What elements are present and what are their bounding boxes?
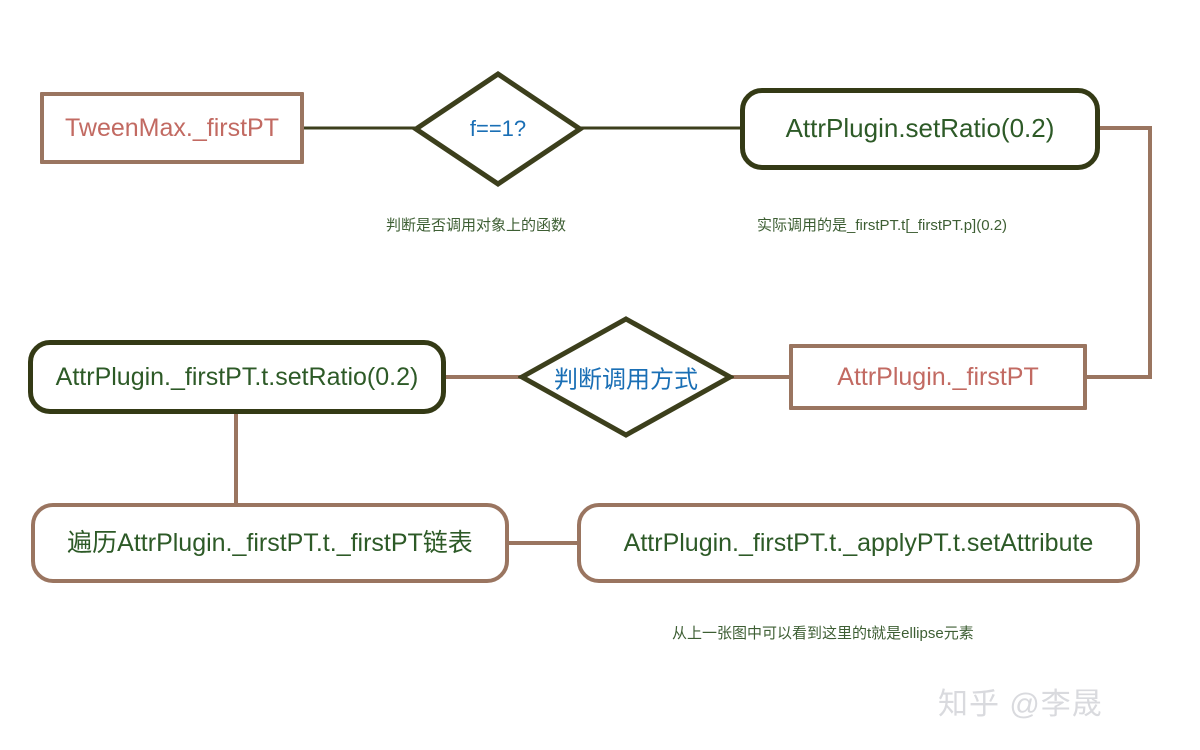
note-actual-call: 实际调用的是_firstPT.t[_firstPT.p](0.2) (757, 217, 1008, 234)
node-applypt-setattribute[interactable]: AttrPlugin._firstPT.t._applyPT.t.setAttr… (577, 503, 1140, 583)
node-tweenmax-firstpt[interactable]: TweenMax._firstPT (40, 92, 304, 164)
node-attrplugin-setratio[interactable]: AttrPlugin.setRatio(0.2) (740, 88, 1100, 170)
node-applypt-setattribute-label: AttrPlugin._firstPT.t._applyPT.t.setAttr… (623, 528, 1094, 557)
node-attrplugin-setratio-label: AttrPlugin.setRatio(0.2) (785, 113, 1055, 144)
decision-f-eq-1-shape (411, 70, 585, 188)
decision-call-style[interactable]: 判断调用方式 (516, 315, 736, 439)
zhihu-watermark: 知乎 @李晟 (938, 688, 1103, 721)
node-traverse-linklist-label: 遍历AttrPlugin._firstPT.t._firstPT链表 (67, 528, 473, 557)
note-judge-function: 判断是否调用对象上的函数 (386, 217, 567, 234)
decision-call-style-shape (516, 316, 736, 438)
note-ellipse-element: 从上一张图中可以看到这里的t就是ellipse元素 (672, 625, 974, 642)
decision-f-eq-1[interactable]: f==1? (411, 70, 585, 188)
node-traverse-linklist[interactable]: 遍历AttrPlugin._firstPT.t._firstPT链表 (31, 503, 509, 583)
node-attr-firstpt-t-setratio-label: AttrPlugin._firstPT.t.setRatio(0.2) (55, 362, 419, 391)
wire-setratio-to-attrplugin-firstpt (1086, 126, 1152, 379)
node-tweenmax-firstpt-label: TweenMax._firstPT (65, 113, 279, 142)
node-attr-firstpt-t-setratio[interactable]: AttrPlugin._firstPT.t.setRatio(0.2) (28, 340, 446, 414)
node-attrplugin-firstpt[interactable]: AttrPlugin._firstPT (789, 344, 1087, 410)
node-attrplugin-firstpt-label: AttrPlugin._firstPT (837, 362, 1039, 391)
